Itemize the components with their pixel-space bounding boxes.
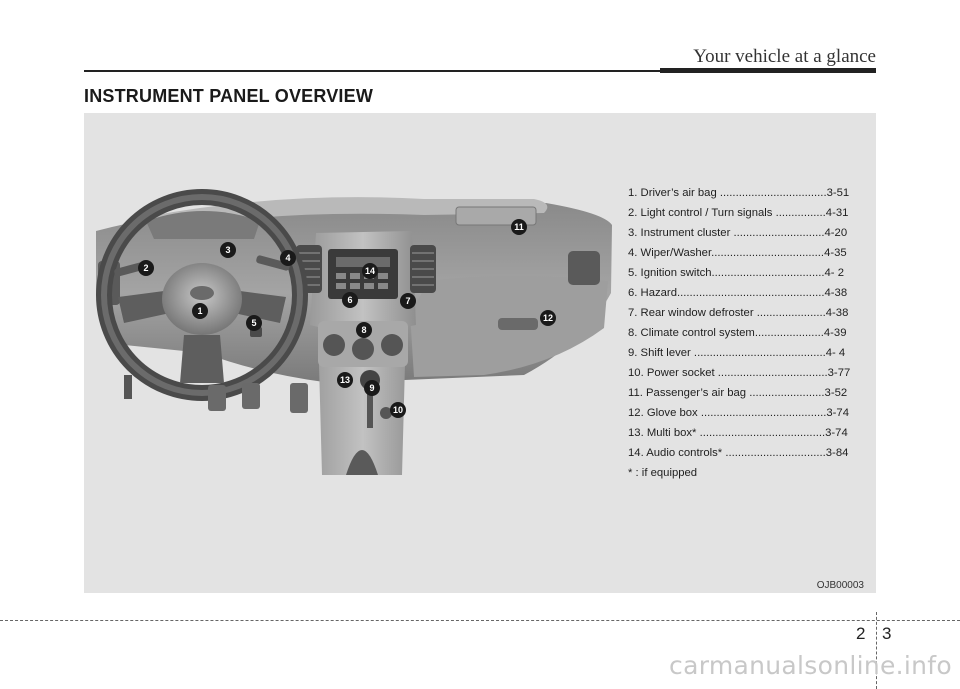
legend-item: 3. Instrument cluster ..................… — [628, 223, 860, 243]
watermark: carmanualsonline.info — [669, 651, 952, 680]
legend-item: 13. Multi box* .........................… — [628, 423, 860, 443]
page-chapter: 2 — [856, 624, 865, 644]
callout-number: 14 — [365, 266, 375, 276]
callout-number: 13 — [340, 375, 350, 385]
legend-item: 2. Light control / Turn signals ........… — [628, 203, 860, 223]
callout-4: 4 — [280, 250, 296, 266]
legend-item: 5. Ignition switch......................… — [628, 263, 860, 283]
legend-item: 8. Climate control system...............… — [628, 323, 860, 343]
callout-number: 8 — [361, 325, 366, 335]
callout-number: 9 — [369, 383, 374, 393]
legend-item: 4. Wiper/Washer.........................… — [628, 243, 860, 263]
legend-item: 7. Rear window defroster ...............… — [628, 303, 860, 323]
illustration-panel: 1 2 3 4 5 6 7 8 9 10 11 12 13 14 1. Driv… — [84, 113, 876, 593]
running-header: Your vehicle at a glance — [693, 46, 876, 68]
passenger-side-vent — [568, 251, 600, 285]
legend-item: 10. Power socket .......................… — [628, 363, 860, 383]
callout-9: 9 — [364, 380, 380, 396]
callout-3: 3 — [220, 242, 236, 258]
callout-14: 14 — [362, 263, 378, 279]
hood-release — [124, 375, 132, 399]
audio-display — [336, 257, 390, 267]
legend-item: 11. Passenger’s air bag ................… — [628, 383, 860, 403]
legend-item: 6. Hazard...............................… — [628, 283, 860, 303]
callout-number: 2 — [143, 263, 148, 273]
section-title: INSTRUMENT PANEL OVERVIEW — [84, 86, 373, 107]
callout-13: 13 — [337, 372, 353, 388]
steering-wheel — [104, 197, 300, 393]
callout-12: 12 — [540, 310, 556, 326]
component-legend: 1. Driver’s air bag ....................… — [628, 183, 860, 483]
header-rule-accent — [660, 68, 876, 73]
callout-number: 11 — [514, 222, 524, 232]
legend-footnote: * : if equipped — [628, 463, 860, 483]
page-number: 3 — [882, 624, 891, 644]
callout-6: 6 — [342, 292, 358, 308]
callout-number: 10 — [393, 405, 403, 415]
callout-number: 7 — [405, 296, 410, 306]
callout-number: 12 — [543, 313, 553, 323]
callout-number: 4 — [285, 253, 290, 263]
callout-10: 10 — [390, 402, 406, 418]
callout-number: 1 — [197, 306, 202, 316]
callout-1: 1 — [192, 303, 208, 319]
callout-7: 7 — [400, 293, 416, 309]
legend-item: 12. Glove box ..........................… — [628, 403, 860, 423]
callout-number: 3 — [225, 245, 230, 255]
pedals — [208, 383, 308, 413]
glovebox-handle — [498, 318, 538, 330]
callout-11: 11 — [511, 219, 527, 235]
legend-item: 14. Audio controls* ....................… — [628, 443, 860, 463]
footer-dashed-rule — [0, 620, 960, 621]
callout-number: 6 — [347, 295, 352, 305]
callout-number: 5 — [251, 318, 256, 328]
callout-8: 8 — [356, 322, 372, 338]
callout-5: 5 — [246, 315, 262, 331]
image-code: OJB00003 — [817, 580, 864, 591]
callout-2: 2 — [138, 260, 154, 276]
legend-item: 1. Driver’s air bag ....................… — [628, 183, 860, 203]
legend-item: 9. Shift lever .........................… — [628, 343, 860, 363]
